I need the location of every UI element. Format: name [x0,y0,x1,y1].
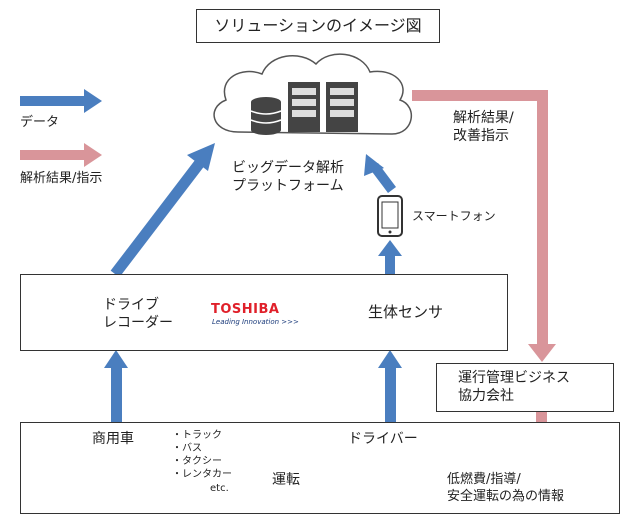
arrow-recorder-to-cloud [110,143,215,278]
legend-analysis-arrow [20,143,102,167]
vehicle-type-taxi: ・タクシー [172,456,222,467]
arrow-sensor-to-smartphone [378,240,402,274]
database-icon [250,97,282,135]
analysis-result-line2: 改善指示 [453,128,509,144]
vehicle-type-etc: etc. [210,483,229,494]
cloud-label-line2: プラットフォーム [232,178,344,194]
field-box [20,422,620,514]
arrow-vehicles-to-recorder [104,350,128,422]
drivers-label: ドライバー [348,431,418,447]
legend-data-arrow [20,89,102,113]
operator-label-line2: 協力会社 [458,388,514,404]
vehicle-type-bus: ・バス [172,443,202,454]
arrow-smartphone-to-cloud [364,154,396,193]
smartphone-label: スマートフォン [412,209,496,223]
operator-label-line1: 運行管理ビジネス [458,370,570,386]
vehicle-type-rental: ・レンタカー [172,469,232,480]
page-title-box: ソリューションのイメージ図 [196,9,440,43]
device-box [20,274,508,351]
legend-data-label: データ [20,115,60,130]
smartphone-icon [377,195,403,237]
recorder-label-line2: レコーダー [103,315,173,331]
page-title: ソリューションのイメージ図 [214,16,422,35]
analysis-result-line1: 解析結果/ [453,110,514,126]
server-icon [326,82,358,132]
recorder-label-line1: ドライブ [103,297,159,313]
cloud-label-line1: ビッグデータ解析 [232,160,344,176]
info-label-line2: 安全運転の為の情報 [447,489,565,504]
legend-analysis-label: 解析結果/指示 [20,171,103,186]
server-icon [288,82,320,132]
operation-label: 運転 [272,472,300,488]
vehicle-type-truck: ・トラック [172,430,222,441]
operator-box [436,363,614,412]
arrow-cloud-to-operator [412,90,556,362]
sensor-label: 生体センサ [368,303,444,321]
vehicles-label: 商用車 [92,431,134,447]
info-label-line1: 低燃費/指導/ [447,472,521,487]
brand-tagline: Leading Innovation >>> [212,318,299,326]
arrow-drivers-to-sensor [378,350,402,422]
brand-logo: TOSHIBA [211,302,280,317]
